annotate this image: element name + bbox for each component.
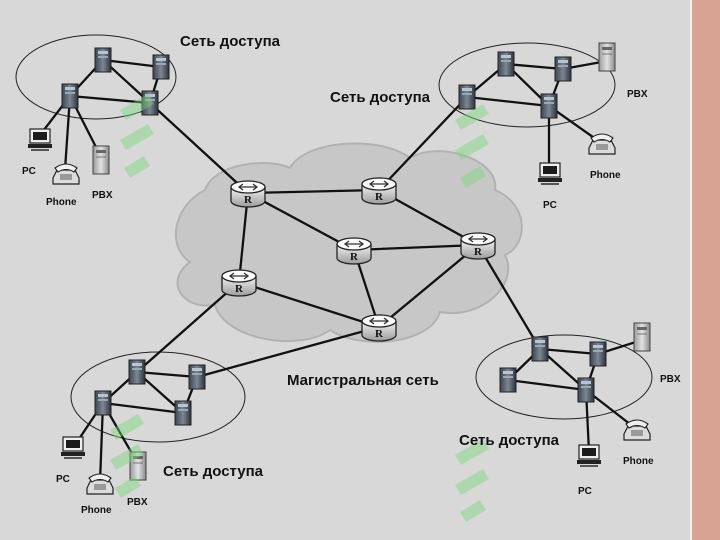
- switch-icon: [540, 93, 558, 119]
- router-icon: [361, 177, 397, 205]
- switch-icon: [174, 400, 192, 426]
- access-network-label-bottom-left: Сеть доступа: [163, 463, 264, 480]
- router-icon: [460, 232, 496, 260]
- switch-icon: [554, 56, 572, 82]
- slide-side-border: [690, 0, 720, 540]
- switch-icon: [497, 51, 515, 77]
- switch-icon: [94, 47, 112, 73]
- router-icon: [336, 237, 372, 265]
- access-ellipse-top-left: [15, 34, 177, 120]
- backbone-label: Магистральная сеть: [287, 372, 439, 389]
- access-network-label-top-right: Сеть доступа: [330, 89, 431, 106]
- pc-icon: [576, 444, 602, 468]
- switch-icon: [499, 367, 517, 393]
- pbx-label: PBX: [127, 497, 148, 508]
- phone-icon: [52, 163, 80, 185]
- switch-icon: [589, 341, 607, 367]
- switch-icon: [577, 377, 595, 403]
- pbx-label: PBX: [660, 374, 681, 385]
- router-icon: [361, 314, 397, 342]
- phone-label: Phone: [81, 505, 112, 516]
- router-icon: [230, 180, 266, 208]
- access-network-label-bottom-right: Сеть доступа: [459, 432, 560, 449]
- phone-label: Phone: [590, 170, 621, 181]
- switch-icon: [531, 336, 549, 362]
- phone-icon: [588, 133, 616, 155]
- pc-icon: [27, 128, 53, 152]
- phone-label: Phone: [623, 456, 654, 467]
- phone-icon: [623, 419, 651, 441]
- access-ellipse-bottom-right: [475, 334, 653, 420]
- switch-icon: [94, 390, 112, 416]
- phone-label: Phone: [46, 197, 77, 208]
- pc-label: PC: [56, 474, 70, 485]
- pbx-label: PBX: [627, 89, 648, 100]
- switch-icon: [458, 84, 476, 110]
- pc-label: PC: [543, 200, 557, 211]
- switch-icon: [61, 83, 79, 109]
- switch-icon: [152, 54, 170, 80]
- pbx-label: PBX: [92, 190, 113, 201]
- watermark-logo: [110, 94, 489, 522]
- pc-icon: [537, 162, 563, 186]
- switch-icon: [188, 364, 206, 390]
- phone-icon: [86, 473, 114, 495]
- switch-icon: [128, 359, 146, 385]
- pc-icon: [60, 436, 86, 460]
- router-icon: [221, 269, 257, 297]
- pc-label: PC: [22, 166, 36, 177]
- access-ellipse-top-right: [438, 42, 616, 128]
- pc-label: PC: [578, 486, 592, 497]
- pbx-icon: [598, 42, 616, 72]
- pbx-icon: [92, 145, 110, 175]
- access-network-label-top-left: Сеть доступа: [180, 33, 281, 50]
- pbx-icon: [633, 322, 651, 352]
